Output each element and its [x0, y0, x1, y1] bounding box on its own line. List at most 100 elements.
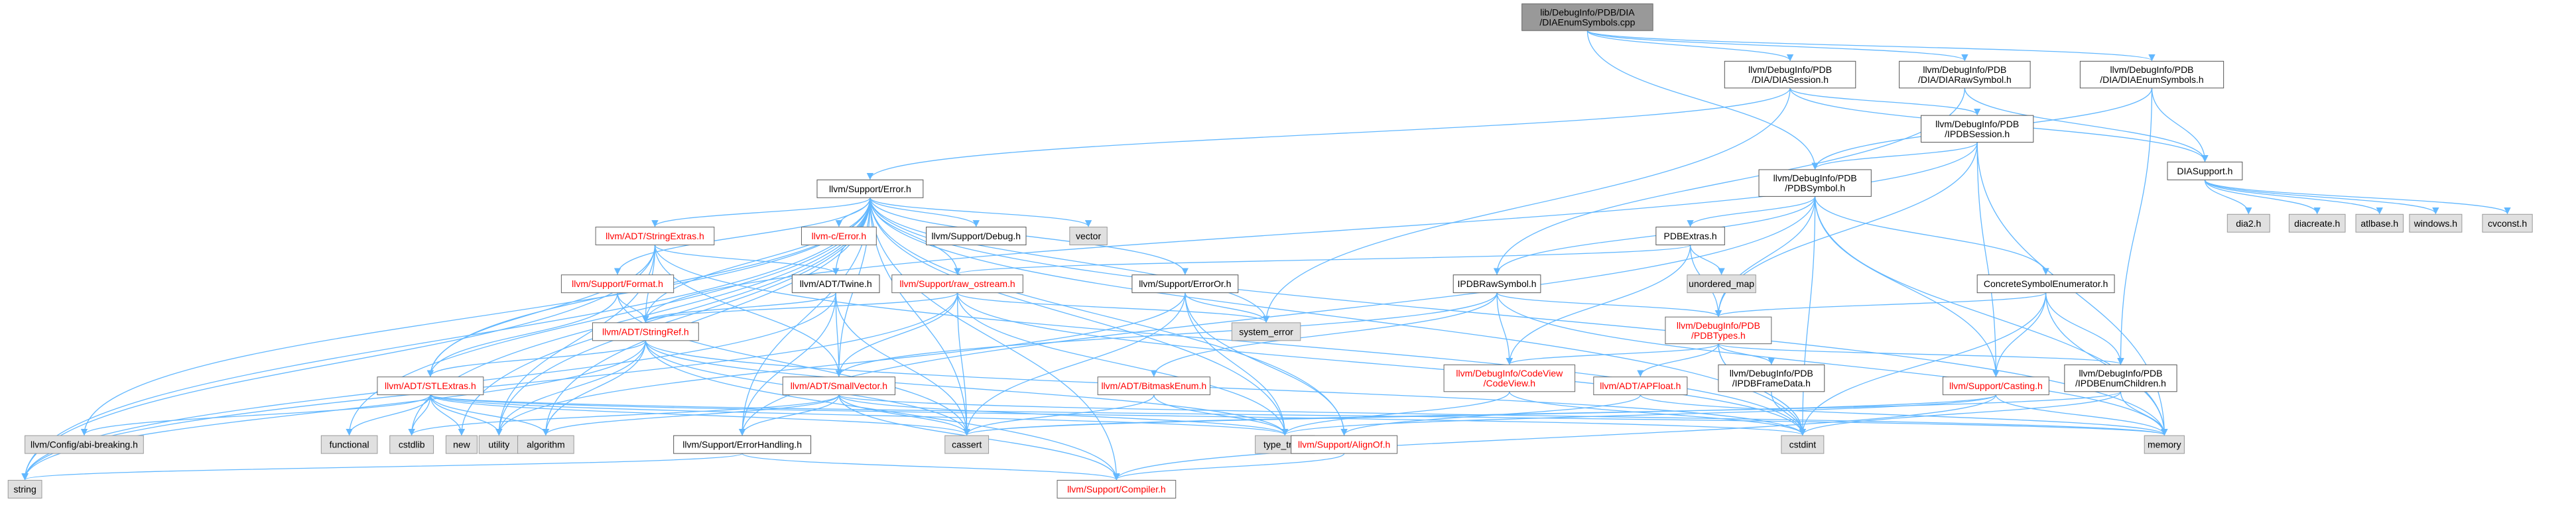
node-label-twine-0: llvm/ADT/Twine.h — [800, 278, 872, 289]
node-label-debug-0: llvm/Support/Debug.h — [931, 231, 1021, 241]
node-alignof[interactable]: llvm/Support/AlignOf.h — [1291, 435, 1398, 454]
node-concreteenum[interactable]: ConcreteSymbolEnumerator.h — [1976, 274, 2115, 294]
edge-pdbsymbol-to-memory — [1815, 196, 2168, 436]
node-cstdlib[interactable]: cstdlib — [389, 435, 434, 454]
node-compiler[interactable]: llvm/Support/Compiler.h — [1057, 480, 1177, 498]
edge-stringextras-to-stlextras — [426, 245, 656, 377]
node-diasession[interactable]: llvm/DebugInfo/PDB/DIA/DIASession.h — [1724, 60, 1856, 89]
node-box-diasupport — [2167, 161, 2243, 180]
edge-stlextras-to-memory — [430, 394, 2167, 436]
node-box-error — [816, 179, 924, 198]
edge-alignof-to-compiler — [1113, 453, 1345, 481]
edge-pdbextras-to-raw_ostream — [954, 244, 1691, 275]
node-label-format-0: llvm/Support/Format.h — [572, 278, 663, 289]
node-pdbextras[interactable]: PDBExtras.h — [1655, 227, 1725, 245]
node-atlbase[interactable]: atlbase.h — [2355, 213, 2404, 233]
node-unordered_map[interactable]: unordered_map — [1687, 274, 1756, 294]
node-apfloat[interactable]: llvm/ADT/APFloat.h — [1593, 377, 1688, 396]
node-label-compiler-0: llvm/Support/Compiler.h — [1067, 484, 1166, 494]
node-stringextras[interactable]: llvm/ADT/StringExtras.h — [595, 227, 715, 245]
node-cassert[interactable]: cassert — [944, 435, 990, 454]
node-cerror[interactable]: llvm-c/Error.h — [801, 227, 877, 245]
node-label-string-0: string — [14, 484, 36, 494]
node-box-new — [445, 435, 478, 454]
node-label-codeview-1: /CodeView.h — [1484, 378, 1535, 388]
node-abibreaking[interactable]: llvm/Config/abi-breaking.h — [25, 435, 144, 454]
node-diacreate[interactable]: diacreate.h — [2288, 213, 2346, 233]
node-raw_ostream[interactable]: llvm/Support/raw_ostream.h — [891, 274, 1023, 294]
node-smallvector[interactable]: llvm/ADT/SmallVector.h — [782, 377, 896, 396]
node-erroror[interactable]: llvm/Support/ErrorOr.h — [1131, 274, 1239, 294]
node-codeview[interactable]: llvm/DebugInfo/CodeView/CodeView.h — [1443, 364, 1576, 392]
node-twine[interactable]: llvm/ADT/Twine.h — [791, 274, 880, 294]
node-label-apfloat-0: llvm/ADT/APFloat.h — [1600, 380, 1681, 391]
edge-error-to-compiler — [869, 198, 1120, 481]
edge-pdbtypes-to-enumchildren — [1718, 343, 2124, 365]
node-format[interactable]: llvm/Support/Format.h — [560, 274, 675, 294]
node-label-cstdlib-0: cstdlib — [399, 439, 425, 450]
edge-error-to-vector — [869, 197, 1092, 227]
node-box-enumchildren — [2064, 364, 2177, 392]
edge-error-to-debug — [869, 198, 980, 227]
node-label-stringref-0: llvm/ADT/StringRef.h — [602, 326, 689, 337]
node-label-framedata-0: llvm/DebugInfo/PDB — [1730, 368, 1813, 378]
node-stlextras[interactable]: llvm/ADT/STLExtras.h — [377, 377, 484, 396]
node-dia2[interactable]: dia2.h — [2226, 213, 2270, 233]
node-pdbsession[interactable]: llvm/DebugInfo/PDB/IPDBSession.h — [1921, 115, 2034, 143]
edge-erroror-to-utility — [495, 292, 1186, 436]
node-cstdint[interactable]: cstdint — [1781, 435, 1825, 454]
node-bitmaskenum[interactable]: llvm/ADT/BitmaskEnum.h — [1097, 377, 1210, 396]
edge-pdbtypes-to-apfloat — [1637, 343, 1719, 377]
node-pdbtypes[interactable]: llvm/DebugInfo/PDB/PDBTypes.h — [1665, 316, 1772, 345]
node-diaenumsymbols[interactable]: llvm/DebugInfo/PDB/DIA/DIAEnumSymbols.h — [2079, 60, 2224, 89]
node-label-diarawsymbol-1: /DIA/DIARawSymbol.h — [1918, 74, 2012, 85]
node-ipdbrawsymbol[interactable]: IPDBRawSymbol.h — [1452, 274, 1541, 294]
node-box-vector — [1069, 227, 1108, 245]
node-label-pdbtypes-0: llvm/DebugInfo/PDB — [1677, 320, 1760, 331]
node-root[interactable]: lib/DebugInfo/PDB/DIA/DIAEnumSymbols.cpp — [1521, 3, 1653, 31]
edge-error-to-type_traits — [869, 198, 1289, 436]
edge-pdbsession-to-pdbtypes — [1714, 142, 1978, 318]
edge-pdbsymbol-to-pdbextras — [1687, 196, 1816, 227]
edge-diasession-to-error — [866, 87, 1791, 180]
node-system_error[interactable]: system_error — [1231, 322, 1301, 341]
node-stringref[interactable]: llvm/ADT/StringRef.h — [592, 322, 699, 341]
node-diarawsymbol[interactable]: llvm/DebugInfo/PDB/DIA/DIARawSymbol.h — [1899, 60, 2031, 89]
node-box-cvconst — [2482, 213, 2533, 233]
node-vector[interactable]: vector — [1069, 227, 1108, 245]
node-label-unordered_map-0: unordered_map — [1689, 278, 1754, 289]
edge-errorhandling-to-string — [21, 453, 743, 481]
node-label-bitmaskenum-0: llvm/ADT/BitmaskEnum.h — [1101, 380, 1206, 391]
node-casting[interactable]: llvm/Support/Casting.h — [1942, 377, 2049, 396]
node-functional[interactable]: functional — [320, 435, 378, 454]
node-new[interactable]: new — [445, 435, 478, 454]
edge-ipdbrawsymbol-to-smallvector — [835, 292, 1498, 377]
node-label-pdbsession-0: llvm/DebugInfo/PDB — [1935, 119, 2019, 129]
node-box-codeview — [1443, 364, 1576, 392]
node-label-pdbtypes-1: /PDBTypes.h — [1691, 330, 1746, 341]
node-box-cerror — [801, 227, 877, 245]
node-errorhandling[interactable]: llvm/Support/ErrorHandling.h — [673, 435, 812, 454]
edge-concreteenum-to-cstdint — [1799, 292, 2047, 436]
edge-diasupport-to-cvconst — [2204, 179, 2511, 215]
node-algorithm[interactable]: algorithm — [517, 435, 574, 454]
node-memory[interactable]: memory — [2144, 435, 2185, 454]
node-diasupport[interactable]: DIASupport.h — [2167, 161, 2243, 180]
node-debug[interactable]: llvm/Support/Debug.h — [926, 227, 1027, 245]
node-pdbsymbol[interactable]: llvm/DebugInfo/PDB/PDBSymbol.h — [1758, 169, 1872, 197]
node-enumchildren[interactable]: llvm/DebugInfo/PDB/IPDBEnumChildren.h — [2064, 364, 2177, 392]
node-label-pdbsession-1: /IPDBSession.h — [1945, 129, 2010, 139]
node-box-bitmaskenum — [1097, 377, 1210, 396]
node-windows[interactable]: windows.h — [2409, 213, 2463, 233]
node-cvconst[interactable]: cvconst.h — [2482, 213, 2533, 233]
node-label-diarawsymbol-0: llvm/DebugInfo/PDB — [1923, 64, 2006, 75]
node-framedata[interactable]: llvm/DebugInfo/PDB/IPDBFrameData.h — [1718, 364, 1825, 392]
edge-root-to-pdbsymbol — [1586, 30, 1819, 170]
node-string[interactable]: string — [7, 480, 42, 498]
node-error[interactable]: llvm/Support/Error.h — [816, 179, 924, 198]
node-label-error-0: llvm/Support/Error.h — [829, 184, 911, 194]
node-utility[interactable]: utility — [478, 435, 519, 454]
edge-smallvector-to-errorhandling — [738, 394, 840, 436]
edge-format-to-cassert — [617, 292, 970, 436]
edge-smallvector-to-cstdlib — [408, 394, 840, 436]
